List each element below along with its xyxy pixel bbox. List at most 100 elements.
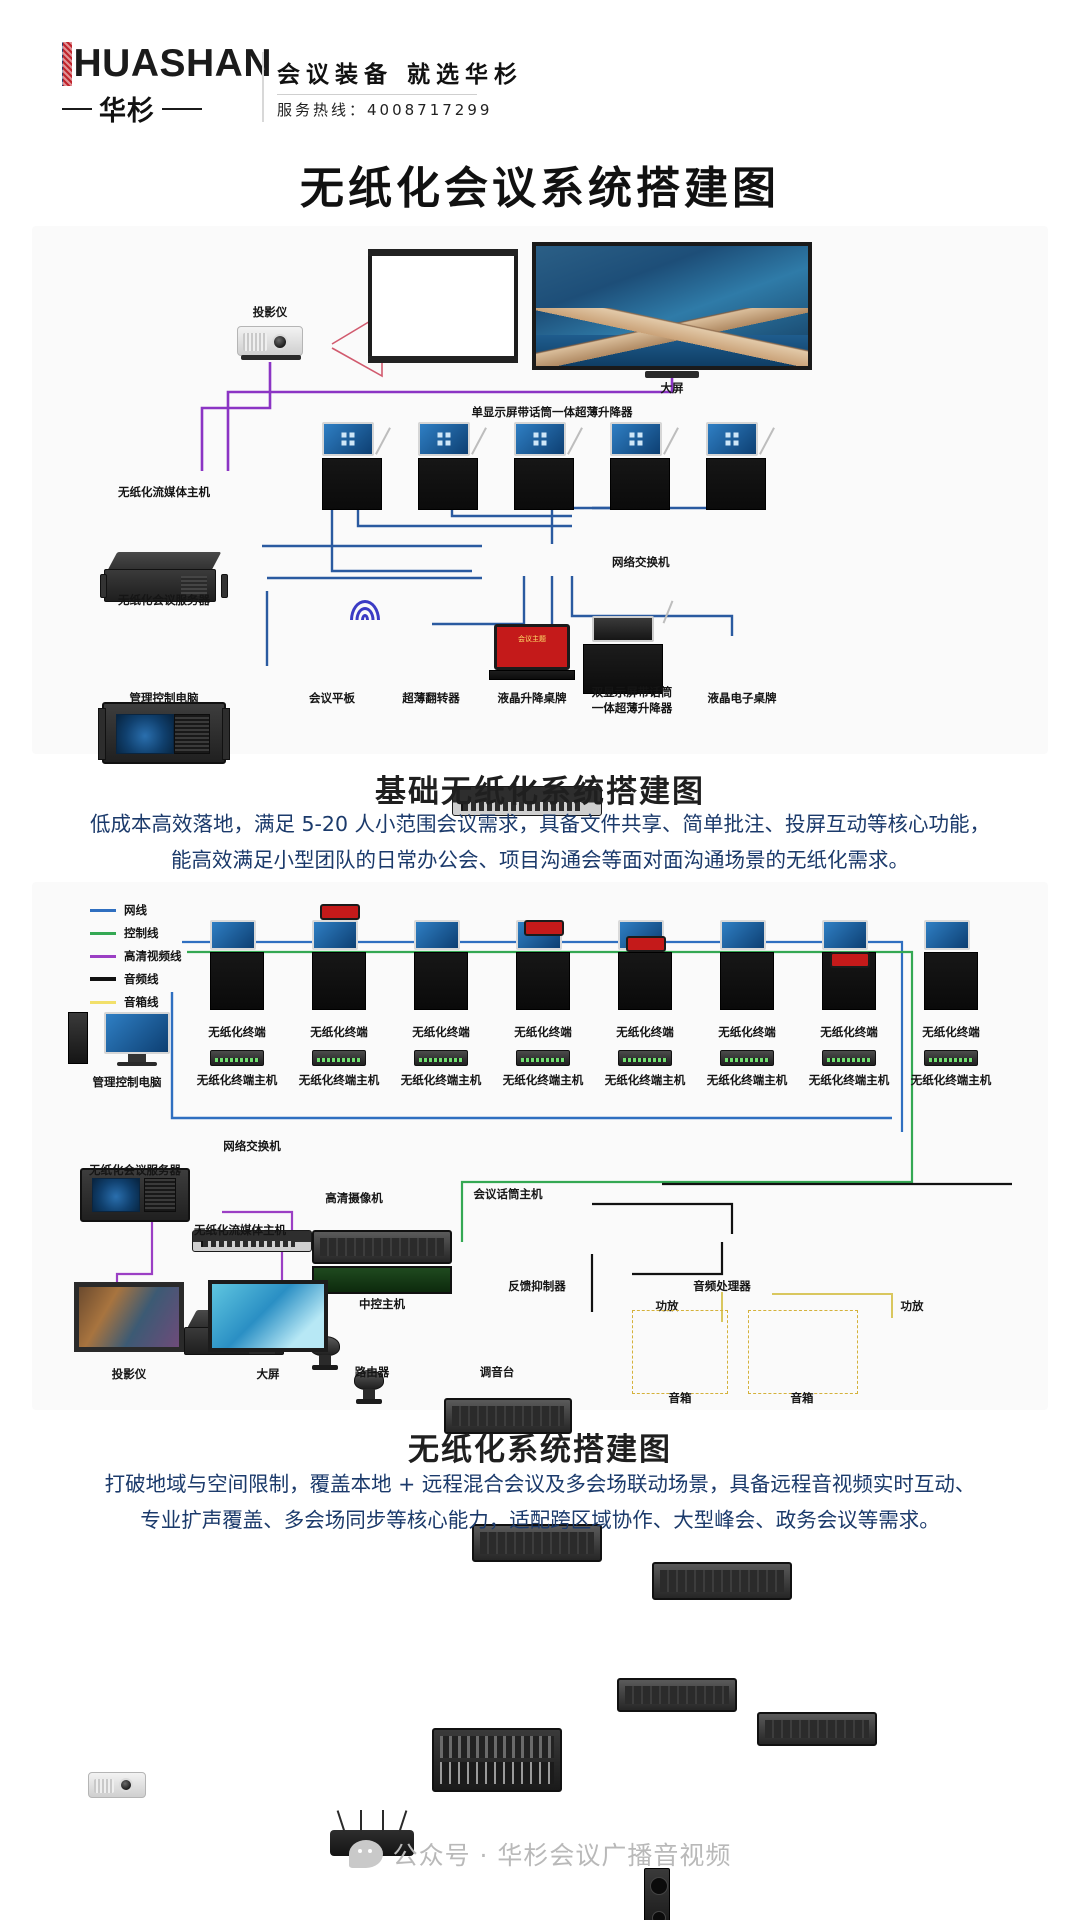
brand-logo: HUASHAN 华杉 bbox=[62, 42, 272, 128]
device-terminal-6 bbox=[720, 920, 774, 1010]
label-terminal-host-2: 无纸化终端主机 bbox=[298, 1073, 380, 1087]
terminal-body bbox=[414, 952, 468, 1010]
device-projector bbox=[237, 326, 303, 360]
footer-watermark-text: 公众号 · 华杉会议广播音视频 bbox=[392, 1841, 732, 1870]
label-terminal-host-4: 无纸化终端主机 bbox=[502, 1073, 584, 1087]
section2-title: 无纸化系统搭建图 bbox=[408, 1432, 672, 1468]
projector-lens-icon bbox=[272, 334, 288, 350]
label-conference-server2: 无纸化会议服务器 bbox=[89, 1163, 181, 1177]
server-display bbox=[92, 1178, 140, 1212]
label-projector: 投影仪 bbox=[252, 305, 288, 319]
projector-vent-icon bbox=[94, 1779, 114, 1793]
device-conference-server bbox=[98, 702, 230, 764]
tv-stand bbox=[645, 371, 699, 378]
label-big-screen2: 大屏 bbox=[256, 1367, 280, 1381]
legend-label: 音频线 bbox=[124, 972, 159, 986]
lifter-monitor-icon bbox=[418, 422, 470, 456]
device-lifter-3 bbox=[514, 422, 583, 510]
mixer-faders bbox=[440, 1762, 554, 1784]
switch-ports bbox=[203, 1241, 295, 1247]
device-terminal-3 bbox=[414, 920, 468, 1010]
device-dual-lifter bbox=[583, 600, 674, 694]
device-terminal-host-2 bbox=[312, 1050, 366, 1066]
label-big-screen: 大屏 bbox=[660, 381, 684, 395]
dual-lifter-body bbox=[583, 644, 663, 694]
legend-label: 高清视频线 bbox=[124, 949, 182, 963]
service-hotline-text: 服务热线：4008717299 bbox=[277, 101, 493, 119]
router-antenna-1 bbox=[336, 1810, 346, 1832]
terminal-body bbox=[720, 952, 774, 1010]
label-amplifier-left: 功放 bbox=[655, 1299, 679, 1313]
legend-label: 控制线 bbox=[124, 926, 159, 940]
device-projection-screen2 bbox=[74, 1282, 184, 1352]
page-header: HUASHAN 华杉 会议装备 就选华杉 服务热线：4008717299 bbox=[0, 0, 1080, 148]
camera-foot bbox=[312, 1365, 338, 1370]
legend-label: 网线 bbox=[124, 903, 147, 917]
footer-watermark: 公众号 · 华杉会议广播音视频 bbox=[0, 1836, 1080, 1872]
label-hd-camera: 高清摄像机 bbox=[325, 1191, 383, 1205]
section1-desc-line1: 低成本高效落地，满足 5-20 人小范围会议需求，具备文件共享、简单批注、投屏互… bbox=[89, 812, 991, 836]
label-dual-lifter-line2: 一体超薄升降器 bbox=[591, 701, 673, 715]
device-mixer bbox=[432, 1728, 562, 1792]
diagram2-legend: 网线 控制线 高清视频线 音频线 音箱线 bbox=[90, 902, 182, 1017]
label-terminal-4: 无纸化终端 bbox=[514, 1025, 572, 1039]
label-terminal-host-8: 无纸化终端主机 bbox=[910, 1073, 992, 1087]
wifi-arc-mid bbox=[355, 607, 375, 620]
brand-slogan: 会议装备 就选华杉 服务热线：4008717299 bbox=[277, 55, 523, 120]
device-big-screen bbox=[532, 242, 812, 370]
screen-bottom-bar bbox=[368, 356, 518, 363]
terminal-body bbox=[516, 952, 570, 1010]
switch-ports bbox=[463, 802, 581, 811]
label-terminal-5: 无纸化终端 bbox=[616, 1025, 674, 1039]
router-antenna-2 bbox=[360, 1810, 362, 1832]
device-lcd-lift-nameplate: 会议主题 bbox=[489, 624, 575, 680]
nameplate-line1: 会议主题 bbox=[518, 635, 546, 643]
label-lifter-group: 单显示屏带话筒一体超薄升降器 bbox=[471, 405, 633, 419]
device-conference-server2 bbox=[80, 1168, 190, 1222]
wechat-icon bbox=[348, 1840, 383, 1868]
terminal-screen bbox=[312, 920, 358, 950]
label-terminal-3: 无纸化终端 bbox=[412, 1025, 470, 1039]
label-projector2: 投影仪 bbox=[111, 1367, 147, 1381]
device-terminal-host-8 bbox=[924, 1050, 978, 1066]
legend-item: 高清视频线 bbox=[90, 948, 182, 964]
server-ear-right bbox=[221, 574, 228, 598]
logo-h-mark-icon bbox=[62, 42, 72, 86]
lifter-monitor-icon bbox=[514, 422, 566, 456]
section2-description: 打破地域与空间限制，覆盖本地 + 远程混合会议及多会场联动场景，具备远程音视频实… bbox=[60, 1466, 1020, 1538]
nameplate-screen: 会议主题 bbox=[494, 624, 570, 670]
lifter-monitor-icon bbox=[322, 422, 374, 456]
label-audio-processor: 音频处理器 bbox=[693, 1279, 751, 1293]
dual-lifter-screen bbox=[592, 616, 654, 642]
label-terminal-7: 无纸化终端 bbox=[820, 1025, 878, 1039]
slogan-underline bbox=[277, 94, 477, 95]
monitor-neck bbox=[128, 1054, 146, 1062]
device-network-switch bbox=[452, 786, 602, 816]
legend-label: 音箱线 bbox=[124, 995, 159, 1009]
legend-color-swatch bbox=[90, 954, 116, 958]
camera-stand bbox=[319, 1355, 331, 1365]
router-antenna-4 bbox=[398, 1810, 408, 1832]
logo-latin-text: HUASHAN bbox=[73, 42, 272, 85]
nameplate-terminal-4 bbox=[524, 920, 564, 936]
terminal-screen bbox=[210, 920, 256, 950]
label-speaker-left: 音箱 bbox=[668, 1391, 692, 1405]
terminal-screen bbox=[924, 920, 970, 950]
server-ear-left bbox=[100, 574, 107, 598]
diagram-full-system: 网线 控制线 高清视频线 音频线 音箱线 无纸化终端 无纸化终端主机 无纸化终端… bbox=[32, 882, 1048, 1920]
device-terminal-host-5 bbox=[618, 1050, 672, 1066]
device-control-pc2 bbox=[104, 1012, 170, 1066]
label-lcd-nameplate: 液晶电子桌牌 bbox=[707, 691, 777, 705]
label-router: 路由器 bbox=[354, 1365, 390, 1379]
lifter-body bbox=[418, 458, 478, 510]
legend-color-swatch bbox=[90, 931, 116, 935]
device-lifter-5 bbox=[706, 422, 775, 510]
legend-color-swatch bbox=[90, 1000, 116, 1004]
legend-color-swatch bbox=[90, 977, 116, 981]
label-dual-lifter-line1: 双显示屏带话筒 bbox=[591, 685, 673, 699]
device-terminal-host-4 bbox=[516, 1050, 570, 1066]
nameplate-terminal-2 bbox=[320, 904, 360, 920]
legend-item: 音箱线 bbox=[90, 994, 182, 1010]
logo-chinese-text: 华杉 bbox=[99, 96, 155, 127]
